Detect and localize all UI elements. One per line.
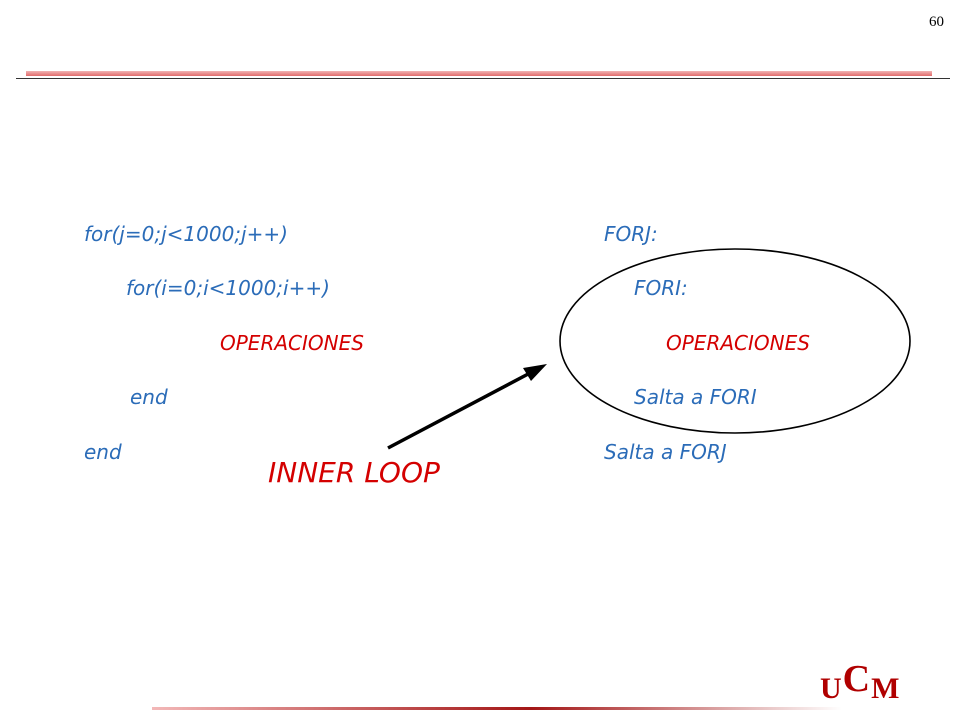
top-divider-accent (26, 71, 932, 76)
inner-loop-label: INNER LOOP (268, 456, 440, 489)
right-code-line-1: FORJ: (604, 222, 658, 246)
right-code-line-4: Salta a FORI (634, 385, 757, 409)
left-code-line-5: end (84, 440, 122, 464)
top-divider-line (16, 78, 950, 79)
arrow-shaft (387, 371, 531, 450)
left-code-line-3: OPERACIONES (220, 331, 364, 355)
left-code-line-2: for(i=0;i<1000;i++) (126, 276, 330, 300)
bottom-divider (152, 707, 842, 710)
page-number: 60 (929, 14, 944, 30)
inner-loop-ellipse (559, 248, 911, 434)
ucm-logo: UCM (820, 658, 901, 705)
right-code-line-5: Salta a FORJ (604, 440, 727, 464)
right-code-line-2: FORI: (634, 276, 688, 300)
left-code-line-1: for(j=0;j<1000;j++) (84, 222, 288, 246)
left-code-line-4: end (130, 385, 168, 409)
arrow-head (523, 364, 547, 381)
right-code-line-3: OPERACIONES (666, 331, 810, 355)
